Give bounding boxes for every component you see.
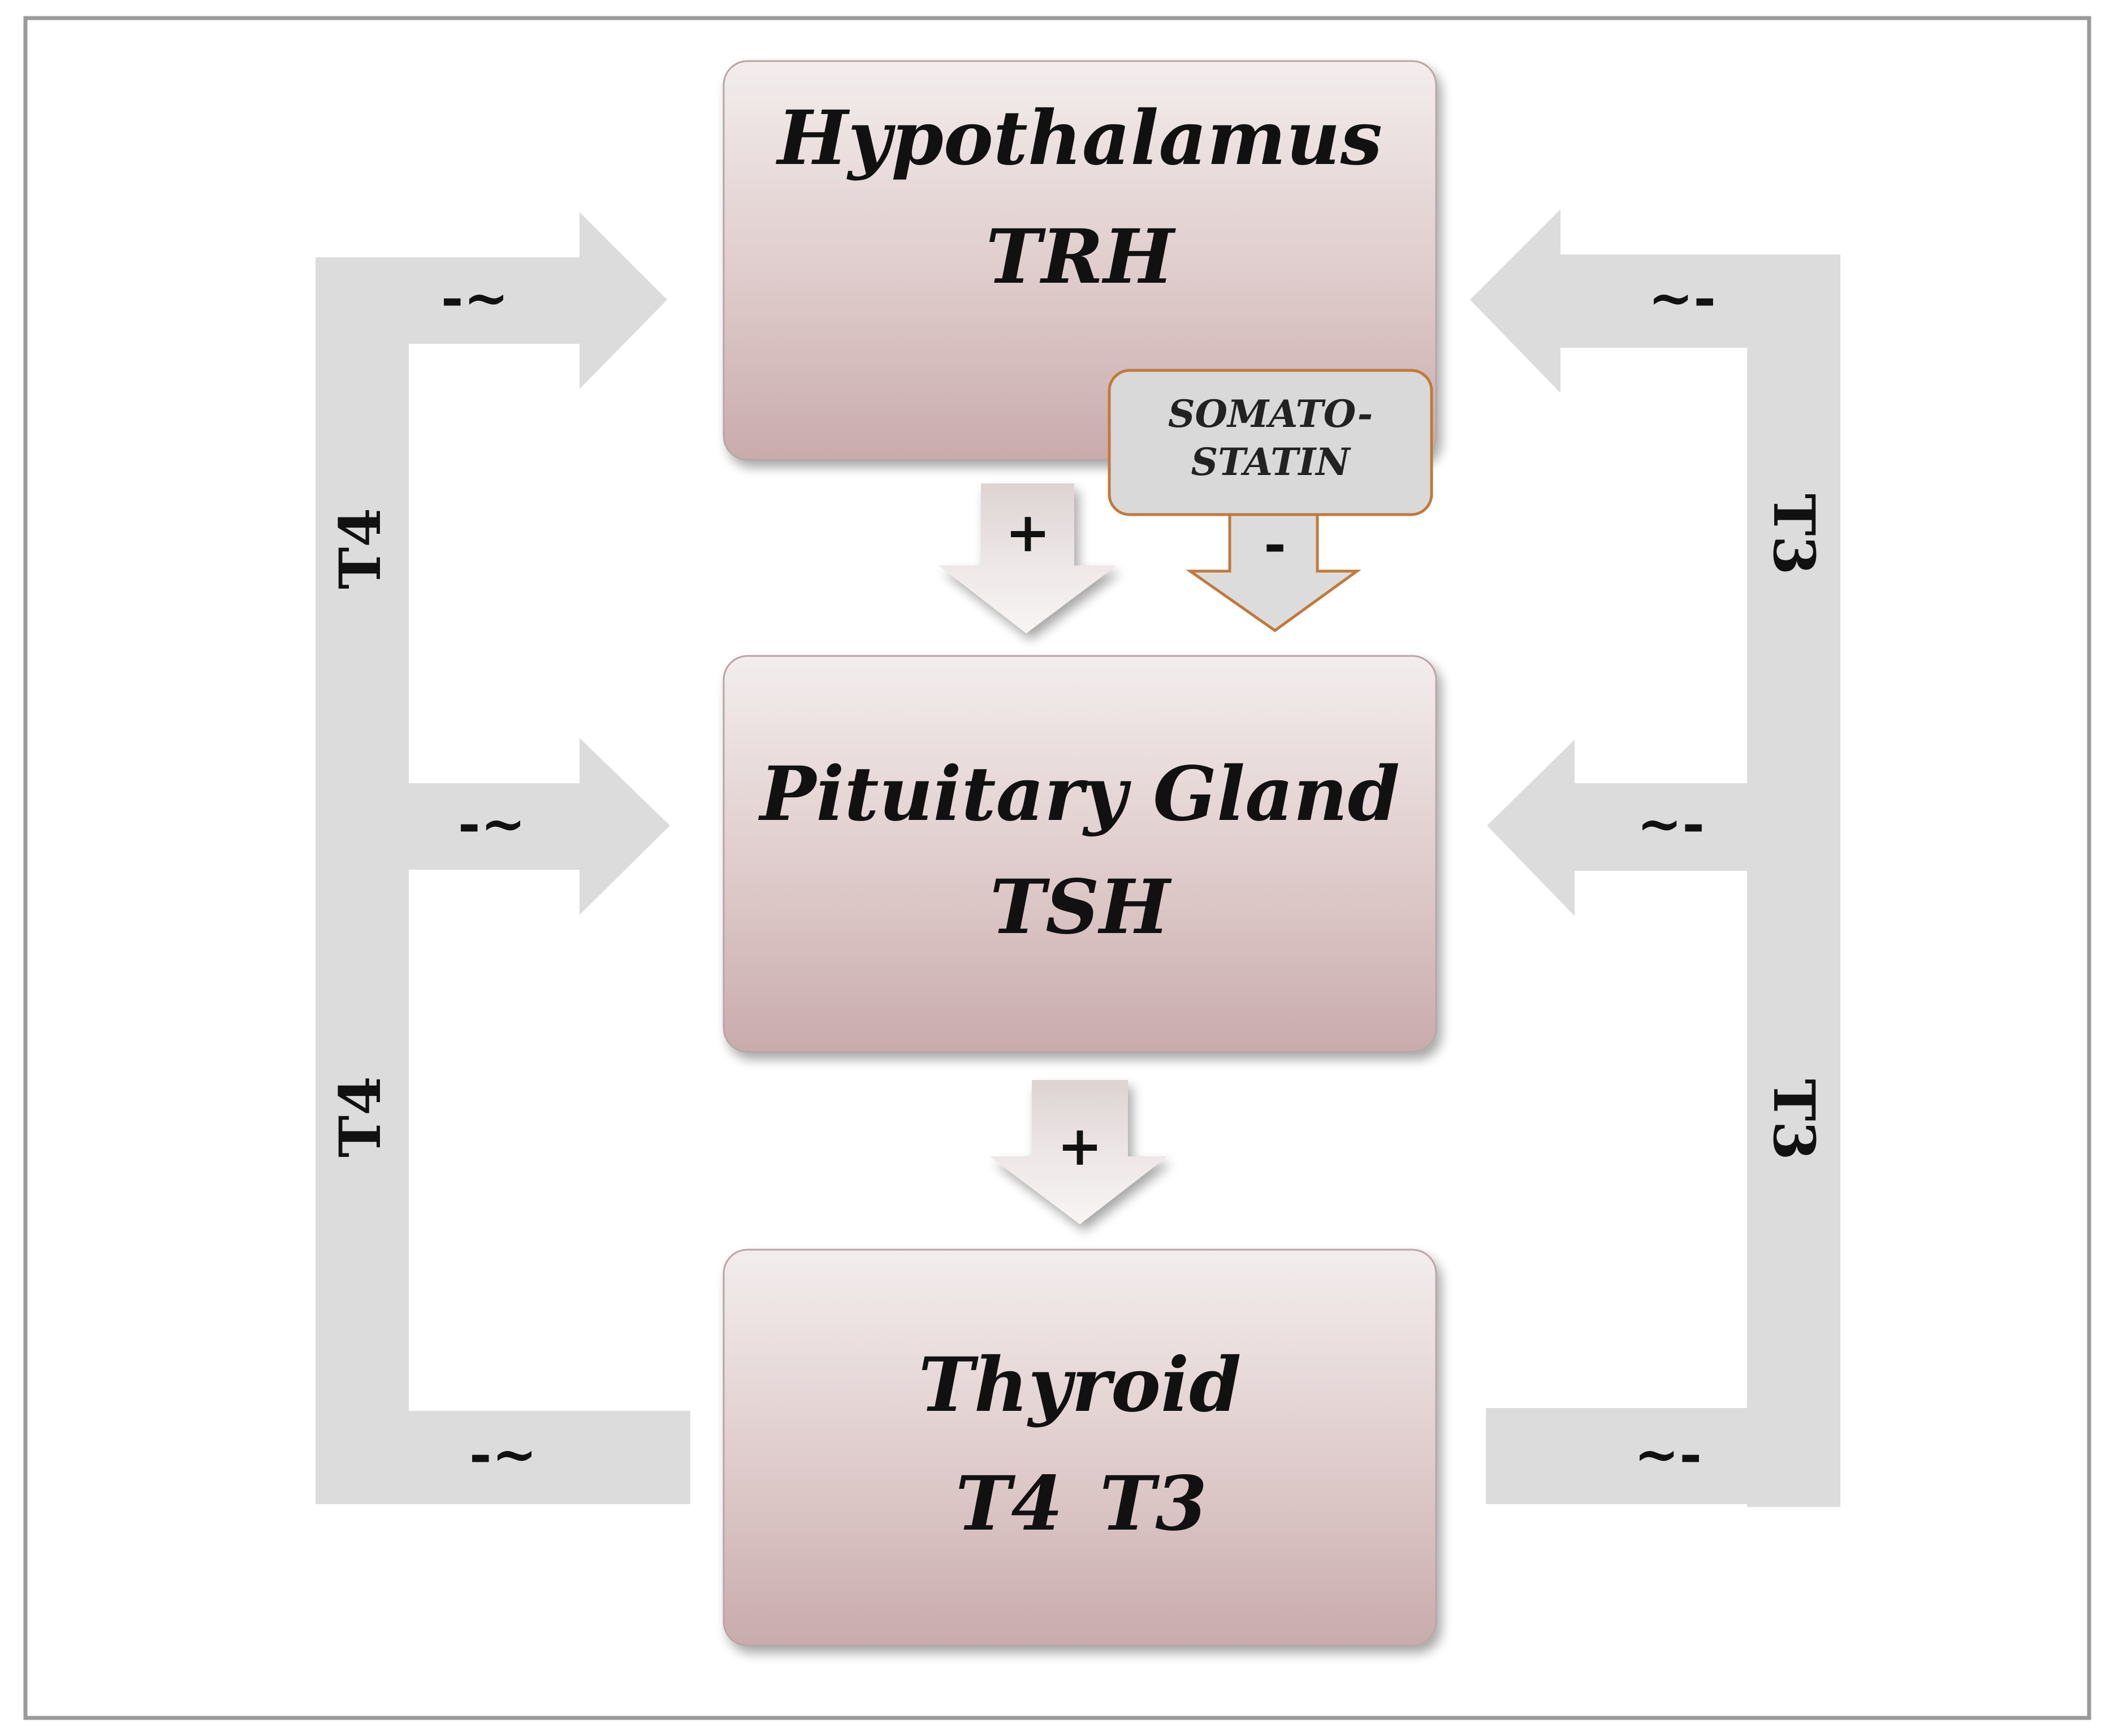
thyroid-hormone-t3: T3	[1100, 1460, 1207, 1548]
stimulation-arrow-pit-to-thy	[989, 1080, 1168, 1224]
thyroid-hormone-t4: T4	[956, 1460, 1063, 1548]
somatostatin-label-line2: STATIN	[1191, 440, 1351, 484]
somatostatin-label-line1: SOMATO-	[1168, 392, 1373, 436]
somatostatin-box	[1108, 369, 1433, 516]
left-arrow-to-hypothalamus	[409, 212, 667, 389]
hypothalamus-title: Hypothalamus	[775, 94, 1382, 182]
somatostatin-inhibition-sign: -	[1264, 512, 1286, 576]
left-arrow-to-pituitary	[409, 738, 670, 915]
stimulation-sign-hyp-to-pit: +	[1005, 500, 1050, 564]
right-arrow-to-pituitary	[1487, 740, 1747, 916]
left-inhibition-mark-hypothalamus: -~	[441, 266, 509, 330]
right-inhibition-mark-hypothalamus: ~-	[1648, 266, 1716, 330]
hypothalamus-box	[723, 60, 1437, 461]
pituitary-hormone: TSH	[990, 863, 1173, 951]
right-arrow-to-hypothalamus	[1470, 209, 1747, 393]
right-vertical-bar	[1747, 254, 1840, 1507]
left-label-t4-top: T4	[327, 508, 394, 589]
right-t3-feedback	[1470, 209, 1840, 1507]
right-label-t3-bottom: T3	[1761, 1079, 1827, 1160]
right-bottom-bar	[1486, 1408, 1840, 1504]
somatostatin-inhibition-arrow	[1186, 507, 1361, 633]
pituitary-box	[723, 655, 1437, 1053]
left-inhibition-mark-thyroid: -~	[469, 1422, 537, 1486]
hypothalamus-hormone: TRH	[986, 213, 1177, 301]
stimulation-sign-pit-to-thy: +	[1057, 1114, 1103, 1178]
thyroid-title: Thyroid	[919, 1341, 1242, 1429]
right-inhibition-mark-thyroid: ~-	[1634, 1422, 1702, 1486]
left-vertical-bar	[315, 257, 409, 1504]
left-bottom-bar	[315, 1411, 690, 1504]
left-inhibition-mark-pituitary: -~	[458, 792, 526, 856]
right-inhibition-mark-pituitary: ~-	[1637, 792, 1705, 856]
left-label-t4-bottom: T4	[327, 1076, 394, 1158]
right-label-t3-top: T3	[1761, 494, 1827, 575]
thyroid-box	[723, 1249, 1437, 1647]
pituitary-title: Pituitary Gland	[758, 750, 1400, 838]
stimulation-arrow-hyp-to-pit	[939, 483, 1117, 633]
left-t4-feedback	[315, 212, 690, 1504]
